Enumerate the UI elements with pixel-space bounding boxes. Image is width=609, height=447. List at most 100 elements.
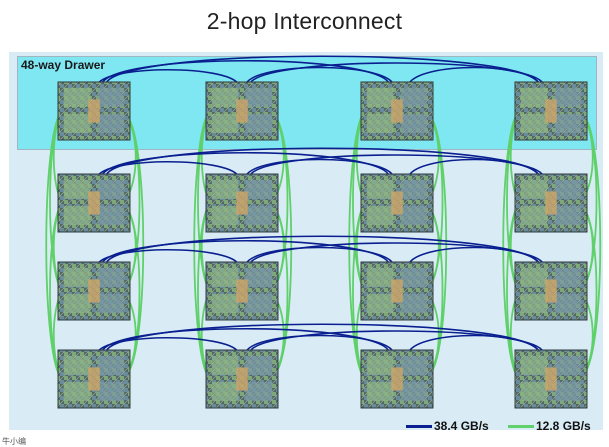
chip-center-block	[236, 367, 248, 391]
chip-core-block	[554, 179, 582, 199]
blue-link-r3-c1-c3	[248, 330, 545, 353]
chip-core-block	[211, 179, 239, 199]
chip-core-block	[63, 381, 91, 402]
chip-center-block	[545, 367, 557, 391]
chip-core-block	[554, 267, 582, 287]
chip-core-block	[97, 87, 125, 107]
chip-core-block	[97, 355, 125, 375]
chip-core-block	[63, 267, 91, 287]
corner-watermark-text: 牛小编	[2, 437, 26, 446]
chip-core-block	[554, 87, 582, 107]
chip-center-block	[88, 367, 100, 391]
chip-core-block	[211, 267, 239, 287]
chip-core-block	[520, 381, 548, 402]
processor-chip	[57, 261, 131, 321]
chip-core-block	[520, 113, 548, 134]
chip-core-block	[400, 87, 428, 107]
blue-link-r2-c1-c3	[248, 242, 545, 265]
legend-swatch-blue	[406, 424, 432, 428]
legend-label-blue: 38.4 GB/s	[434, 419, 489, 433]
chip-core-block	[245, 179, 273, 199]
chip-center-block	[545, 279, 557, 303]
processor-chip	[514, 349, 588, 409]
legend-label-green: 12.8 GB/s	[536, 419, 591, 433]
chip-core-block	[245, 355, 273, 375]
chip-core-block	[520, 179, 548, 199]
chip-center-block	[88, 99, 100, 123]
chip-core-block	[211, 87, 239, 107]
blue-link-r0-c1-c2	[244, 66, 395, 85]
chip-core-block	[520, 205, 548, 226]
chip-core-block	[245, 87, 273, 107]
processor-chip	[514, 261, 588, 321]
processor-chip	[360, 261, 434, 321]
chip-center-block	[391, 367, 403, 391]
chip-core-block	[400, 355, 428, 375]
chip-core-block	[520, 293, 548, 314]
chip-core-block	[400, 205, 428, 226]
chip-core-block	[520, 87, 548, 107]
chip-center-block	[545, 191, 557, 215]
processor-chip	[57, 173, 131, 233]
chip-core-block	[400, 293, 428, 314]
chip-core-block	[211, 355, 239, 375]
chip-core-block	[366, 179, 394, 199]
processor-chip	[360, 173, 434, 233]
chip-core-block	[400, 179, 428, 199]
chip-core-block	[211, 293, 239, 314]
blue-link-r3-c1-c2	[244, 334, 395, 353]
chip-core-block	[554, 205, 582, 226]
chip-core-block	[97, 113, 125, 134]
chip-center-block	[236, 279, 248, 303]
chip-core-block	[366, 205, 394, 226]
processor-chip	[205, 261, 279, 321]
processor-chip	[57, 81, 131, 141]
processor-chip	[205, 173, 279, 233]
processor-chip	[514, 173, 588, 233]
chip-core-block	[520, 355, 548, 375]
chip-core-block	[245, 381, 273, 402]
chip-center-block	[236, 99, 248, 123]
chip-core-block	[554, 293, 582, 314]
blue-link-r1-c2-c3	[407, 158, 541, 177]
chip-core-block	[366, 113, 394, 134]
chip-core-block	[97, 267, 125, 287]
chip-core-block	[400, 381, 428, 402]
chip-core-block	[63, 113, 91, 134]
legend-item-blue: 38.4 GB/s	[406, 418, 489, 434]
chip-core-block	[554, 355, 582, 375]
processor-chip	[57, 349, 131, 409]
chip-core-block	[245, 113, 273, 134]
chip-core-block	[63, 179, 91, 199]
processor-chip	[205, 349, 279, 409]
blue-link-r1-c1-c3	[248, 154, 545, 177]
chip-core-block	[97, 293, 125, 314]
blue-link-r0-c1-c3	[248, 62, 545, 85]
chip-core-block	[63, 205, 91, 226]
chip-core-block	[63, 87, 91, 107]
chip-core-block	[245, 267, 273, 287]
blue-link-r0-c2-c3	[407, 66, 541, 85]
chip-core-block	[63, 355, 91, 375]
blue-link-r3-c2-c3	[407, 334, 541, 353]
chip-core-block	[366, 87, 394, 107]
chip-core-block	[211, 113, 239, 134]
blue-link-r1-c1-c2	[244, 158, 395, 177]
chip-center-block	[545, 99, 557, 123]
chip-center-block	[88, 191, 100, 215]
chip-core-block	[520, 267, 548, 287]
chip-core-block	[554, 381, 582, 402]
chip-core-block	[63, 293, 91, 314]
chip-core-block	[366, 355, 394, 375]
green-link-c3-r0-r3-1	[582, 114, 602, 376]
chip-core-block	[245, 205, 273, 226]
green-link-c2-r0-r3-1	[428, 114, 448, 376]
chip-core-block	[400, 113, 428, 134]
processor-chip	[205, 81, 279, 141]
chip-core-block	[366, 267, 394, 287]
chip-core-block	[97, 205, 125, 226]
chip-core-block	[211, 205, 239, 226]
diagram-title: 2-hop Interconnect	[206, 8, 403, 34]
chip-core-block	[400, 267, 428, 287]
